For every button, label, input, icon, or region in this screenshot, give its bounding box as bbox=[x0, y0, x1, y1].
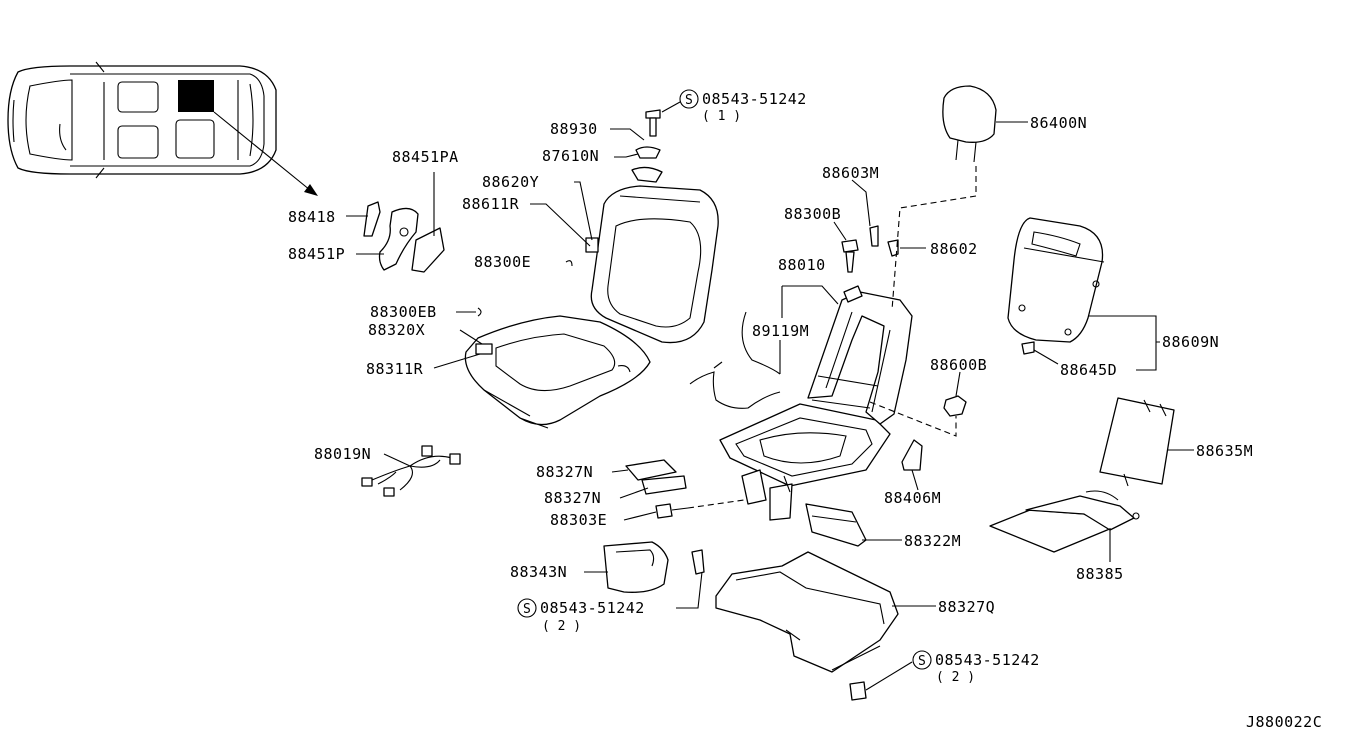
wire-harness bbox=[361, 445, 461, 497]
screw-symbol-1 bbox=[679, 89, 699, 109]
screw-code-2: 08543-51242 bbox=[540, 599, 645, 617]
top-screw-group bbox=[610, 89, 699, 183]
label-87610N: 87610N bbox=[542, 147, 599, 165]
nut-88600B bbox=[869, 371, 967, 437]
back-panel bbox=[1007, 217, 1160, 371]
label-88603M: 88603M bbox=[822, 164, 879, 182]
label-88451P: 88451P bbox=[288, 245, 345, 263]
highlighted-seat bbox=[178, 80, 214, 112]
label-88327N-a: 88327N bbox=[536, 463, 593, 481]
label-88620Y: 88620Y bbox=[482, 173, 539, 191]
label-88600B: 88600B bbox=[930, 356, 987, 374]
headrest bbox=[891, 85, 1028, 311]
screw-symbol-2 bbox=[517, 598, 537, 618]
label-88327N-b: 88327N bbox=[544, 489, 601, 507]
label-88320X: 88320X bbox=[368, 321, 425, 339]
screw-code-3: 08543-51242 bbox=[935, 651, 1040, 669]
cover-88343N bbox=[584, 541, 669, 593]
label-86400N: 86400N bbox=[1030, 114, 1087, 132]
label-88635M: 88635M bbox=[1196, 442, 1253, 460]
lower-brackets bbox=[611, 459, 745, 521]
board-88635M bbox=[1099, 397, 1194, 487]
label-88010: 88010 bbox=[778, 256, 826, 274]
tray-88385 bbox=[989, 490, 1140, 562]
label-88611R: 88611R bbox=[462, 195, 520, 213]
bracket-88406M bbox=[901, 439, 923, 491]
cable-89119M bbox=[689, 311, 781, 409]
screw-2-bolt bbox=[691, 549, 705, 575]
screw-qty-3: ( 2 ) bbox=[936, 670, 975, 685]
screw-s-3: S bbox=[918, 654, 926, 669]
trim-88322M bbox=[805, 503, 902, 547]
screw-2-leader bbox=[676, 571, 703, 609]
label-88019N: 88019N bbox=[314, 445, 371, 463]
pins-88603M-88602 bbox=[851, 179, 926, 257]
screw-s-1: S bbox=[685, 93, 693, 108]
screw-s-2: S bbox=[523, 602, 531, 617]
label-88385: 88385 bbox=[1076, 565, 1124, 583]
label-88303E: 88303E bbox=[550, 511, 607, 529]
label-88930: 88930 bbox=[550, 120, 598, 138]
bolt-88300B bbox=[833, 221, 859, 273]
label-88300B: 88300B bbox=[784, 205, 841, 223]
label-88406M: 88406M bbox=[884, 489, 941, 507]
label-88322M: 88322M bbox=[904, 532, 961, 550]
label-89119M: 89119M bbox=[752, 322, 809, 340]
screw-3-leader bbox=[865, 661, 913, 691]
label-88327Q: 88327Q bbox=[938, 598, 995, 616]
seat-back bbox=[530, 181, 719, 344]
trim-covers-group bbox=[346, 172, 445, 273]
vehicle-overview bbox=[7, 61, 318, 196]
screw-qty-2: ( 2 ) bbox=[542, 619, 581, 634]
label-88451PA: 88451PA bbox=[392, 148, 459, 166]
screw-symbol-3 bbox=[912, 650, 932, 670]
seat-frame bbox=[719, 285, 913, 521]
label-88300E: 88300E bbox=[474, 253, 531, 271]
label-88311R: 88311R bbox=[366, 360, 424, 378]
label-88602: 88602 bbox=[930, 240, 978, 258]
label-88645D: 88645D bbox=[1060, 361, 1117, 379]
label-88300EB: 88300EB bbox=[370, 303, 437, 321]
base-cover-88327Q bbox=[715, 551, 936, 673]
label-88609N: 88609N bbox=[1162, 333, 1219, 351]
diagram-id: J880022C bbox=[1246, 713, 1322, 731]
seat-cushion bbox=[433, 307, 651, 429]
screw-code-1: 08543-51242 bbox=[702, 90, 807, 108]
label-88418: 88418 bbox=[288, 208, 336, 226]
screw-3-bolt bbox=[849, 681, 867, 701]
screw-qty-1: ( 1 ) bbox=[702, 109, 741, 124]
label-88343N: 88343N bbox=[510, 563, 567, 581]
